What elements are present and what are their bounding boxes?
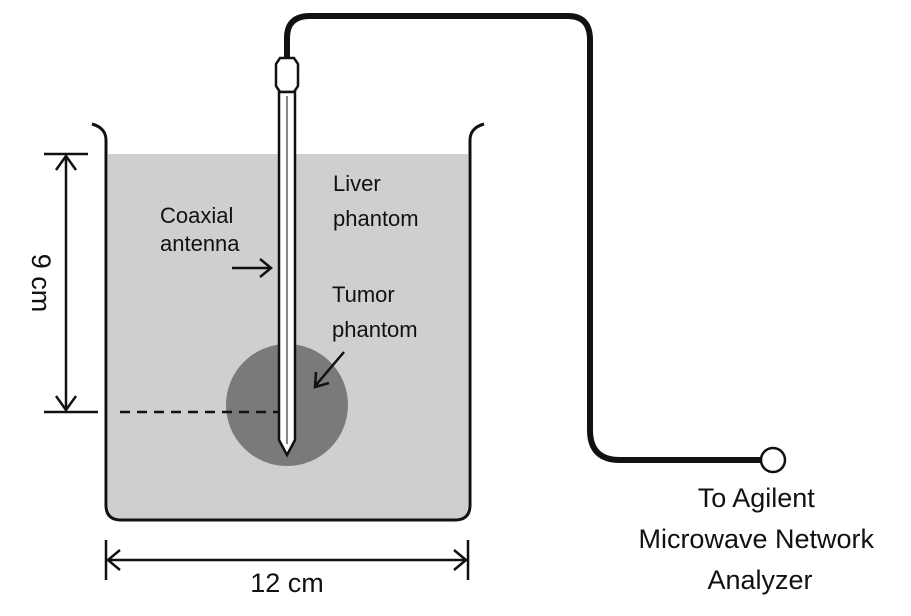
depth-dimension <box>44 152 98 414</box>
beaker-outline <box>91 122 485 522</box>
coaxial-cable <box>284 13 762 463</box>
tumor-phantom-label: Tumor phantom <box>332 282 418 342</box>
depth-dimension-label: 9 cm <box>26 254 56 313</box>
antenna-connector <box>274 56 300 94</box>
coaxial-antenna-label: Coaxial antenna <box>160 203 240 256</box>
analyzer-label: To Agilent Microwave Network Analyzer <box>638 483 881 595</box>
liver-phantom-label: Liver phantom <box>333 171 419 231</box>
antenna-pointer-arrow <box>232 258 273 278</box>
tumor-pointer-arrow <box>313 351 345 389</box>
width-dimension <box>104 540 470 580</box>
analyzer-port <box>759 446 787 474</box>
width-dimension-label: 12 cm <box>250 568 324 598</box>
